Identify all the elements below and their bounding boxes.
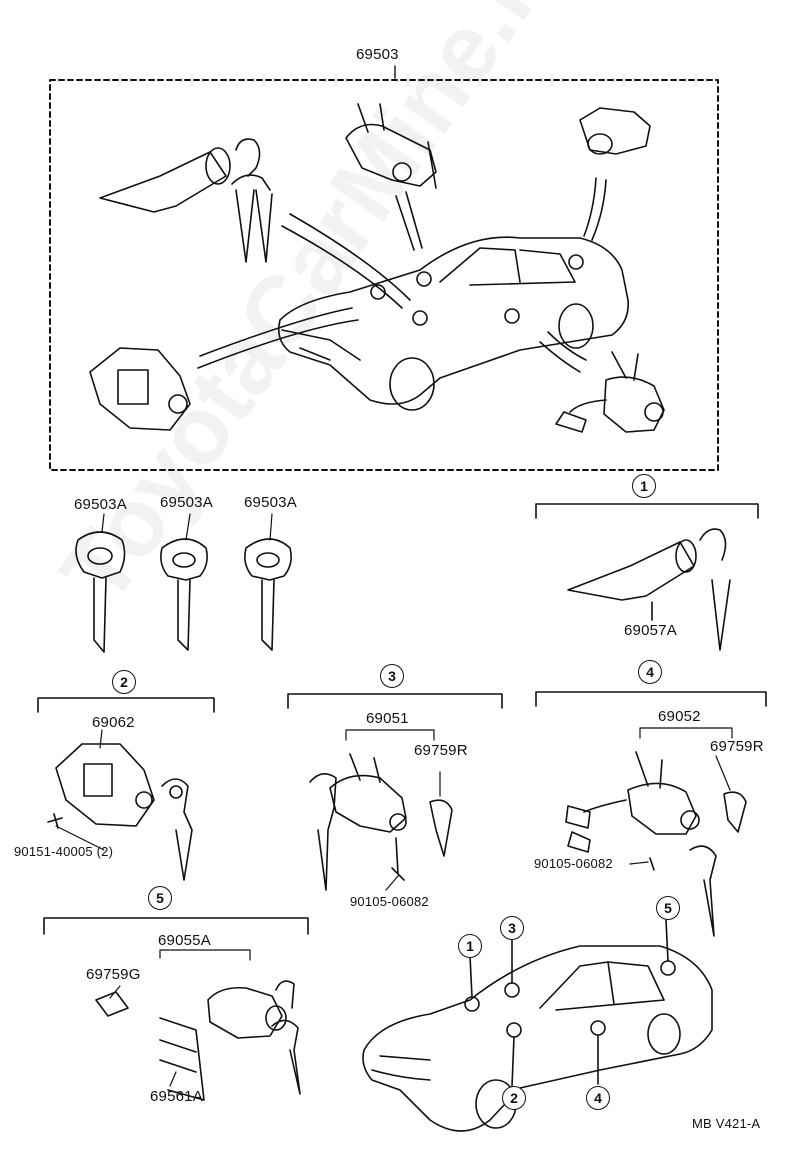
key-part-number: 69503A: [74, 496, 127, 513]
top-door-lock-assembly: [345, 103, 437, 189]
car-callout-3: 3: [500, 916, 524, 940]
part-number: 69561A: [150, 1088, 203, 1105]
part-number: 90105-06082: [534, 856, 613, 871]
top-trunk-cylinder: [579, 107, 651, 155]
top-steering-lock-body: [89, 347, 191, 431]
group-4-door-lock-with-switch: [565, 727, 747, 937]
key-part-number: 69503A: [160, 494, 213, 511]
key-part-number: 69503A: [244, 494, 297, 511]
group-5-trunk-cylinder: [95, 949, 301, 1101]
part-number: 69055A: [158, 932, 211, 949]
callout-2: 2: [112, 670, 136, 694]
set-frame: [49, 65, 719, 471]
part-number: 90105-06082: [350, 894, 429, 909]
callout-1: 1: [632, 474, 656, 498]
part-number: 69759R: [414, 742, 468, 759]
group-2-steering-lock-body: [47, 743, 193, 881]
car-callout-1: 1: [458, 934, 482, 958]
top-door-cylinder-with-switch: [555, 351, 665, 433]
group-3-door-lock-cylinder: [309, 729, 453, 891]
car-callout-4: 4: [586, 1086, 610, 1110]
callout-4: 4: [638, 660, 662, 684]
group-1-ignition-cylinder: [567, 528, 731, 651]
group-brackets: [37, 503, 767, 935]
car-callout-5: 5: [656, 896, 680, 920]
part-number: 69759G: [86, 966, 141, 983]
key-illustrations: [75, 531, 292, 653]
set-part-number: 69503: [356, 46, 399, 63]
bottom-car-illustration: [362, 919, 713, 1132]
part-number: 90151-40005 (2): [14, 844, 114, 859]
part-number: 69051: [366, 710, 409, 727]
top-ignition-cylinder: [99, 138, 273, 263]
figure-code: MB V421-A: [692, 1116, 761, 1131]
callout-5: 5: [148, 886, 172, 910]
top-car-illustration: [197, 177, 629, 411]
part-number: 69062: [92, 714, 135, 731]
car-callout-2: 2: [502, 1086, 526, 1110]
leader-lines: [55, 513, 731, 1087]
part-number: 69052: [658, 708, 701, 725]
callout-3: 3: [380, 664, 404, 688]
part-number: 69057A: [624, 622, 677, 639]
part-number: 69759R: [710, 738, 764, 755]
